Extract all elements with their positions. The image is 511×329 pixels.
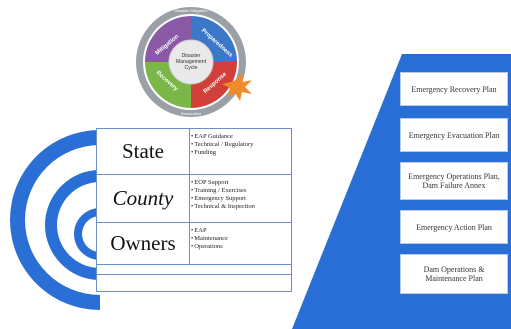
jurisdiction-arcs: [10, 130, 100, 310]
level-row-owners: Owners EAP Maintenance Operations: [97, 223, 291, 265]
level-name: Owners: [110, 231, 176, 255]
level-name: State: [122, 139, 164, 163]
level-item: Operations: [191, 243, 228, 251]
level-row-empty: [97, 265, 291, 275]
level-row-county: County EOP Support Training / Exercises …: [97, 175, 291, 223]
plan-box-emergency-operations: Emergency Operations Plan, Dam Failure A…: [400, 162, 508, 200]
state-arc: [10, 130, 100, 310]
level-items: EAP Maintenance Operations: [191, 227, 228, 251]
responsibility-levels: State EAP Guidance Technical / Regulator…: [96, 128, 292, 292]
plan-box-emergency-action: Emergency Action Plan: [400, 210, 508, 244]
level-item: Training / Exercises: [191, 187, 255, 195]
plan-box-emergency-recovery: Emergency Recovery Plan: [400, 72, 508, 106]
owners-arc: [74, 208, 100, 260]
outer-label-bottom: Restoration: [181, 111, 201, 116]
level-row-state: State EAP Guidance Technical / Regulator…: [97, 129, 291, 175]
cycle-center: [168, 39, 214, 85]
level-row-empty: [97, 275, 291, 291]
level-item: EAP Guidance: [191, 133, 253, 141]
level-item: Technical & Inspection: [191, 203, 255, 211]
plan-box-dam-operations: Dam Operations & Maintenance Plan: [400, 254, 508, 294]
level-items: EOP Support Training / Exercises Emergen…: [191, 179, 255, 211]
plan-box-emergency-evacuation: Emergency Evacuation Plan: [400, 118, 508, 152]
level-item: Maintenance: [191, 235, 228, 243]
level-item: Technical / Regulatory: [191, 141, 253, 149]
disaster-burst-icon: [222, 72, 252, 101]
outer-label-top: Disaster Mitigation: [175, 8, 208, 13]
level-name: County: [112, 186, 174, 210]
county-arc: [45, 170, 100, 280]
level-item: Emergency Support: [191, 195, 255, 203]
level-items: EAP Guidance Technical / Regulatory Fund…: [191, 133, 253, 157]
level-item: EAP: [191, 227, 228, 235]
level-item: EOP Support: [191, 179, 255, 187]
level-item: Funding: [191, 149, 253, 157]
